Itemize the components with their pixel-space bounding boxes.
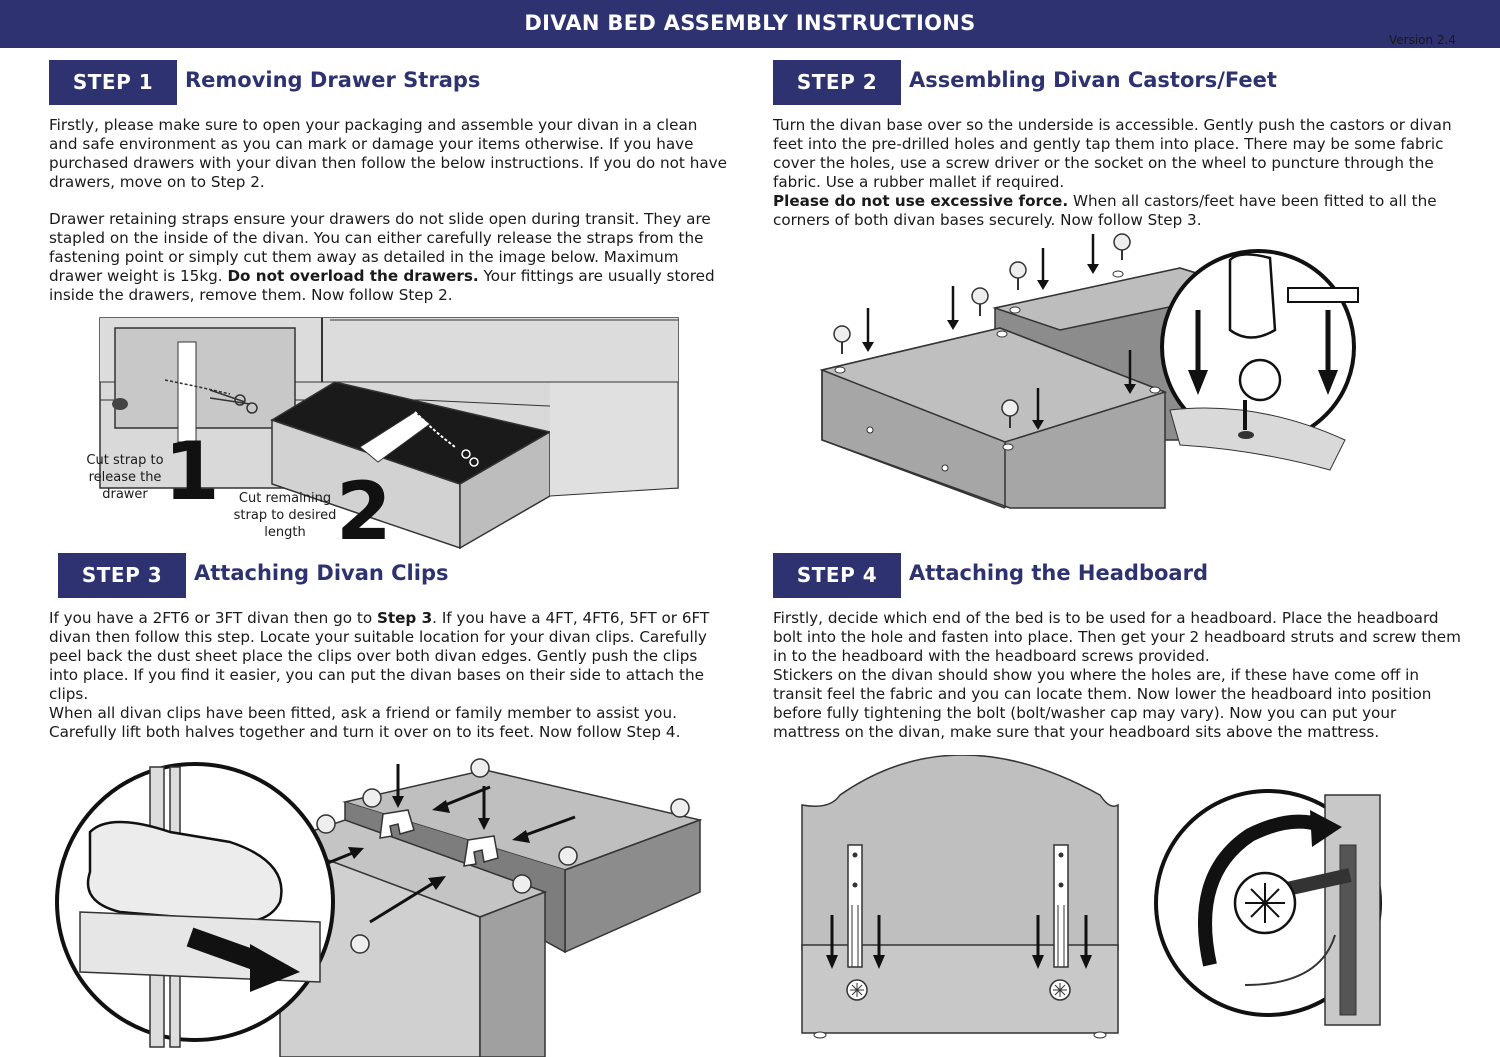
scissors-icon-1 [209,389,258,414]
headboard-strut-right [1053,844,1069,968]
step-4-header: STEP 4 Attaching the Headboard [773,553,1463,603]
step-1-header: STEP 1 Removing Drawer Straps [49,60,729,110]
step-4-paragraph-2: Stickers on the divan should show you wh… [773,666,1432,741]
header-banner: DIVAN BED ASSEMBLY INSTRUCTIONS [0,0,1500,48]
step-1-number-1: 1 [164,425,220,518]
drawer-diagram [99,317,679,550]
castor-icon-g [350,934,370,954]
castor-icon-f [512,874,532,894]
scissors-icon-2 [461,449,479,467]
step-3-paragraph-2: When all divan clips have been fitted, a… [49,704,681,741]
step-3-paragraph-1: If you have a 2FT6 or 3FT divan then go … [49,609,710,703]
castor-diagram [819,233,1359,509]
castor-icon-c [670,798,690,818]
step-1-label-cut-strap: Cut strap to release the drawer [86,453,164,502]
castor-icon-a [362,788,382,808]
headboard-diagram [801,755,1382,1039]
step-4-heading: Attaching the Headboard [909,561,1208,585]
step-1-drawer-illustration: Cut strap to release the drawer 1 Cut re… [60,312,700,552]
step-1-heading: Removing Drawer Straps [185,68,481,92]
step-4-headboard-illustration [790,755,1470,1055]
bolt-icon-left [846,979,868,1001]
castor-icon-d [316,814,336,834]
step-2-header: STEP 2 Assembling Divan Castors/Feet [773,60,1463,110]
castor-icon-b [470,758,490,778]
step-1-label-cut-remaining: Cut remaining strap to desired length [233,491,337,540]
step-3-clips-illustration [50,752,720,1057]
castor-icon-2 [971,287,989,316]
step-1-badge: STEP 1 [49,60,177,105]
step-4-paragraph-1: Firstly, decide which end of the bed is … [773,609,1461,665]
step-3-badge: STEP 3 [58,553,186,598]
step-1-paragraph-2: Drawer retaining straps ensure your draw… [49,210,715,304]
step-3-heading: Attaching Divan Clips [194,561,449,585]
step-2-badge: STEP 2 [773,60,901,105]
clip-icon-2 [463,835,499,867]
step-4-badge: STEP 4 [773,553,901,598]
page-title: DIVAN BED ASSEMBLY INSTRUCTIONS [524,11,976,35]
clip-zoom-detail [55,762,335,1048]
castor-icon-1 [833,325,851,354]
castor-zoom-detail [1160,249,1359,471]
bolt-zoom-detail [1154,789,1382,1026]
castor-icon-5 [1001,399,1019,428]
step-1-paragraph-1: Firstly, please make sure to open your p… [49,116,727,191]
step-2-paragraph-1: Turn the divan base over so the undersid… [773,116,1452,229]
clip-icon-1 [379,809,415,839]
castor-icon-3 [1009,261,1027,290]
clips-diagram [55,758,703,1057]
step-1-number-2: 2 [336,465,392,552]
step-2-castor-illustration [800,230,1460,540]
castor-icon-e [558,846,578,866]
bolt-icon-right [1049,979,1071,1001]
version-label: Version 2.4 [1388,33,1456,47]
headboard-strut-left [847,844,863,968]
castor-icon-4 [1113,233,1131,260]
step-3-header: STEP 3 Attaching Divan Clips [58,553,738,603]
step-2-heading: Assembling Divan Castors/Feet [909,68,1277,92]
